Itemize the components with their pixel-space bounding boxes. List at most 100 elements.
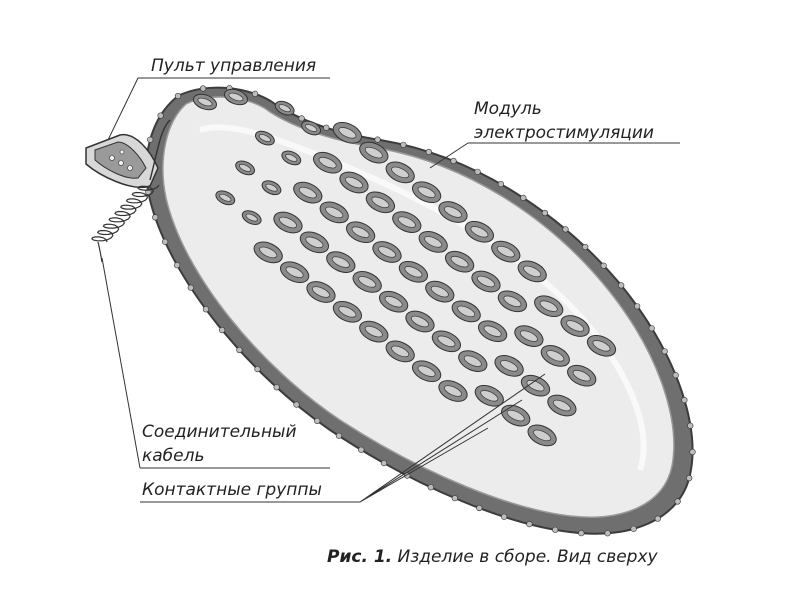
- remote-button-icon: [119, 149, 125, 155]
- contact-pad: [514, 325, 544, 347]
- contact-pad: [418, 231, 448, 253]
- leader-lines: [101, 77, 680, 503]
- rivet-icon: [648, 325, 655, 332]
- leader-remote: [107, 77, 330, 141]
- cable-coil: [91, 184, 160, 243]
- contact-pad: [359, 320, 389, 343]
- rivet-icon: [562, 226, 569, 233]
- contact-pad: [425, 280, 455, 303]
- rivet-icon: [202, 306, 209, 313]
- contact-pad: [547, 394, 577, 417]
- rivet-icon: [630, 525, 637, 532]
- rivet-icon: [604, 530, 611, 537]
- contact-pad: [319, 201, 349, 224]
- contact-pad: [223, 88, 249, 106]
- leader-contacts: [140, 373, 546, 503]
- contact-pad: [215, 190, 236, 206]
- label-cable-line1: Соединительный: [142, 422, 297, 442]
- rivet-icon: [174, 262, 181, 269]
- label-cable-line2: кабель: [142, 446, 205, 466]
- contact-pad: [431, 330, 462, 353]
- rivet-icon: [578, 530, 585, 537]
- rivet-icon: [152, 214, 159, 221]
- contact-pad: [491, 240, 521, 263]
- contact-pad: [534, 295, 564, 318]
- rivet-icon: [236, 346, 243, 354]
- contact-pad: [497, 290, 528, 313]
- remote-control: [85, 134, 159, 188]
- contact-pad: [471, 270, 501, 293]
- rivet-icon: [541, 209, 549, 217]
- label-module-line2: электростимуляции: [474, 123, 654, 143]
- rivet-icon: [451, 495, 458, 502]
- figure-caption-text: Изделие в сборе. Вид сверху: [392, 547, 658, 567]
- contact-pad: [501, 404, 531, 427]
- rivet-icon: [427, 484, 434, 491]
- contact-pad: [261, 180, 282, 196]
- contact-pad: [301, 120, 322, 136]
- contact-pad: [192, 93, 218, 111]
- rivet-icon: [187, 284, 194, 291]
- rivet-icon: [254, 366, 261, 373]
- contact-pad: [385, 161, 415, 184]
- rivet-icon: [600, 262, 607, 269]
- rivet-icon: [674, 498, 681, 505]
- contact-pad: [352, 271, 382, 293]
- label-contact-groups: Контактные группы: [142, 480, 322, 500]
- contact-pad: [398, 260, 429, 283]
- remote-button-icon: [118, 160, 124, 166]
- contact-pad: [254, 130, 275, 146]
- contact-pad: [279, 261, 310, 284]
- contact-pad: [586, 334, 617, 357]
- rivet-icon: [474, 168, 481, 175]
- remote-button-icon: [109, 155, 115, 161]
- contact-pad: [392, 211, 422, 233]
- rivet-icon: [314, 417, 321, 425]
- leader-module: [429, 142, 680, 169]
- rivet-icon: [147, 136, 154, 143]
- rivet-icon: [634, 303, 641, 310]
- figure-caption-number: Рис. 1.: [327, 547, 392, 567]
- contact-pad: [339, 171, 369, 194]
- rivet-icon: [200, 85, 207, 92]
- label-module-line1: Модуль: [474, 99, 542, 119]
- remote-panel: [94, 141, 147, 179]
- rivet-icon: [618, 282, 625, 289]
- contact-pad: [438, 380, 468, 402]
- contact-pad: [477, 320, 508, 343]
- rivet-icon: [681, 397, 688, 404]
- contact-pad: [332, 300, 363, 323]
- contact-pad: [567, 364, 597, 387]
- contact-pad: [494, 355, 524, 377]
- electrostimulation-module: [143, 85, 696, 537]
- contact-pad: [405, 310, 435, 333]
- rivet-icon: [520, 194, 527, 201]
- contact-pad: [372, 241, 402, 263]
- label-remote-control: Пульт управления: [151, 56, 316, 76]
- rivet-icon: [425, 148, 432, 156]
- module-body: [162, 96, 675, 518]
- rivet-icon: [476, 504, 483, 512]
- rivet-icon: [298, 115, 305, 122]
- contact-pad: [444, 250, 475, 273]
- contact-pad: [332, 121, 363, 144]
- rivet-icon: [400, 141, 407, 148]
- rivet-icon: [358, 446, 365, 453]
- contact-pad: [474, 384, 504, 407]
- contact-pad: [378, 290, 409, 313]
- rivet-icon: [661, 348, 668, 355]
- contact-pads: [192, 88, 617, 447]
- rivet-icon: [174, 92, 182, 100]
- rivet-icon: [689, 448, 696, 456]
- rivet-icon: [162, 238, 169, 245]
- rivet-icon: [687, 422, 694, 429]
- contact-pad: [345, 221, 376, 244]
- rivet-icon: [273, 384, 280, 391]
- rivet-icon: [672, 372, 679, 379]
- contact-pad: [359, 141, 389, 164]
- contact-pad: [411, 360, 442, 383]
- contact-pad: [281, 150, 302, 166]
- figure-caption: Рис. 1. Изделие в сборе. Вид сверху: [327, 547, 659, 567]
- rivet-icon: [252, 90, 259, 97]
